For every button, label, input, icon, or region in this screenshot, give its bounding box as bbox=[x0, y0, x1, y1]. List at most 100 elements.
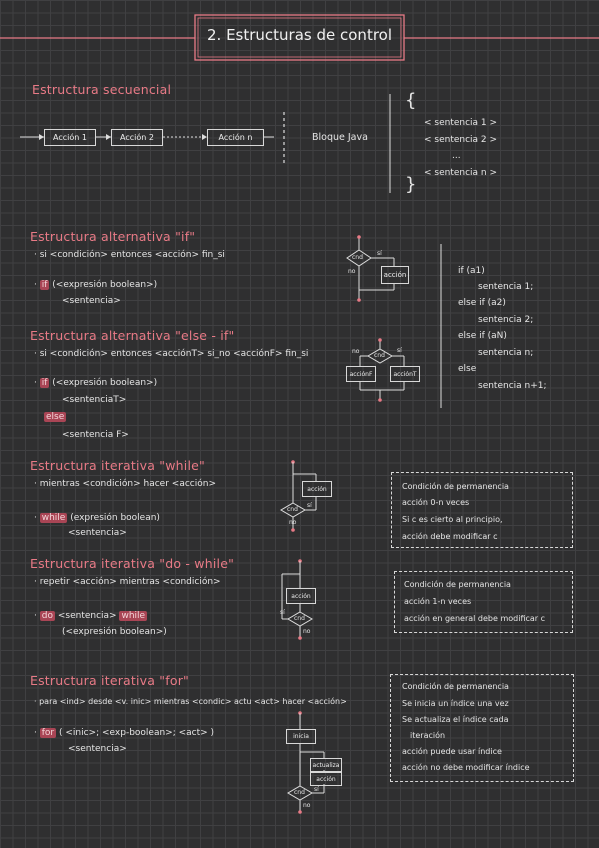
accion-2-box: Acción 2 bbox=[111, 129, 163, 146]
for-keyword: for bbox=[39, 728, 57, 738]
elseif-accionT-box: acciónT bbox=[390, 366, 420, 382]
code-line-8: sentencia n+1; bbox=[478, 381, 547, 391]
elseif-si-label: sí bbox=[397, 347, 402, 354]
for-note-4: iteración bbox=[410, 731, 446, 740]
for-java-body: <sentencia> bbox=[68, 744, 127, 754]
while-heading: Estructura iterativa "while" bbox=[30, 458, 205, 473]
for-cond-label: cnd bbox=[294, 789, 305, 796]
elseif-java-line: (<expresión boolean>) bbox=[52, 378, 158, 388]
for-java: · for ( <inic>; <exp-boolean>; <act> ) bbox=[34, 728, 215, 738]
while-no-label: no bbox=[289, 519, 297, 526]
for-no-label: no bbox=[303, 802, 311, 809]
elseif-accionF-box: acciónF bbox=[346, 366, 376, 382]
for-notes-box bbox=[390, 674, 574, 782]
for-si-label: sí bbox=[314, 786, 319, 793]
for-note-6: acción no debe modificar índice bbox=[402, 763, 530, 772]
code-line-7: else bbox=[458, 364, 477, 374]
for-accion-box: acción bbox=[310, 772, 342, 786]
if-java: · if (<expresión boolean>) bbox=[34, 280, 158, 290]
dowhile-java-line: (<expresión boolean>) bbox=[62, 627, 167, 637]
if-accion-box: acción bbox=[381, 266, 409, 284]
dowhile-no-label: no bbox=[303, 628, 311, 635]
while-pseudo-text: mientras <condición> hacer <acción> bbox=[39, 479, 216, 489]
while-java-body: <sentencia> bbox=[68, 528, 127, 538]
if-si-label: sí bbox=[377, 250, 382, 257]
for-pseudo-text: para <ind> desde <v. inic> mientras <con… bbox=[39, 697, 347, 706]
for-note-2: Se inicia un índice una vez bbox=[402, 699, 509, 708]
code-line-3: else if (a2) bbox=[458, 298, 506, 308]
while-keyword: while bbox=[39, 513, 68, 523]
while-note-1: Condición de permanencia bbox=[402, 482, 509, 491]
dowhile-java-mid: <sentencia> bbox=[57, 611, 117, 621]
while-cond-label: cnd bbox=[287, 506, 298, 513]
if-no-label: no bbox=[348, 268, 356, 275]
elseif-if-keyword: if bbox=[39, 378, 50, 388]
while-java: · while (expresión boolean) bbox=[34, 513, 160, 523]
dowhile-pseudo-text: repetir <acción> mientras <condición> bbox=[39, 577, 221, 587]
close-brace: } bbox=[405, 174, 417, 195]
code-line-2: sentencia 1; bbox=[478, 282, 534, 292]
if-keyword: if bbox=[39, 280, 50, 290]
dowhile-si-label: sí bbox=[280, 609, 285, 616]
code-line-5: else if (aN) bbox=[458, 331, 507, 341]
sentencia-2: < sentencia 2 > bbox=[424, 135, 498, 145]
code-line-4: sentencia 2; bbox=[478, 315, 534, 325]
elseif-no-label: no bbox=[352, 348, 360, 355]
elseif-else: else bbox=[44, 412, 67, 422]
while-si-label: sí bbox=[307, 502, 312, 509]
elseif-pseudo-text: si <condición> entonces <acciónT> si_no … bbox=[39, 349, 309, 359]
for-note-3: Se actualiza el índice cada bbox=[402, 715, 509, 724]
while-java-line: (expresión boolean) bbox=[70, 513, 160, 523]
bloque-java-label: Bloque Java bbox=[312, 132, 368, 143]
while-note-4: acción debe modificar c bbox=[402, 532, 498, 541]
for-actualiza-box: actualiza bbox=[310, 758, 342, 772]
do-keyword: do bbox=[39, 611, 55, 621]
for-pseudo: · para <ind> desde <v. inic> mientras <c… bbox=[34, 697, 347, 706]
secuencial-heading: Estructura secuencial bbox=[32, 82, 172, 97]
sentencia-n: < sentencia n > bbox=[424, 168, 498, 178]
dowhile-heading: Estructura iterativa "do - while" bbox=[30, 556, 235, 571]
for-note-5: acción puede usar índice bbox=[402, 747, 502, 756]
elseif-pseudo: · si <condición> entonces <acciónT> si_n… bbox=[34, 349, 309, 359]
while-accion-box: acción bbox=[302, 481, 332, 497]
accion-n-box: Acción n bbox=[207, 129, 264, 146]
code-line-1: if (a1) bbox=[458, 266, 485, 276]
if-cond-label: cnd bbox=[352, 254, 363, 261]
elseif-cond-label: cnd bbox=[374, 352, 385, 359]
dowhile-note-3: acción en general debe modificar c bbox=[404, 614, 546, 623]
dowhile-notes-box bbox=[394, 571, 573, 633]
while-note-3: Si c es cierto al principio, bbox=[402, 515, 503, 524]
elseif-body-t: <sentenciaT> bbox=[62, 395, 127, 405]
dowhile-java: · do <sentencia> while bbox=[34, 611, 148, 621]
while-pseudo: · mientras <condición> hacer <acción> bbox=[34, 479, 216, 489]
sentencia-ellipsis: ... bbox=[452, 151, 461, 161]
while-note-2: acción 0-n veces bbox=[402, 498, 470, 507]
else-keyword: else bbox=[44, 412, 67, 422]
elseif-heading: Estructura alternativa "else - if" bbox=[30, 328, 235, 343]
code-line-6: sentencia n; bbox=[478, 348, 534, 358]
open-brace: { bbox=[405, 90, 417, 111]
while-notes-box bbox=[391, 472, 573, 548]
for-note-1: Condición de permanencia bbox=[402, 682, 509, 691]
dowhile-accion-box: acción bbox=[286, 588, 316, 604]
dowhile-while-keyword: while bbox=[119, 611, 148, 621]
accion-1-box: Acción 1 bbox=[44, 129, 96, 146]
if-heading: Estructura alternativa "if" bbox=[30, 229, 196, 244]
dowhile-note-1: Condición de permanencia bbox=[404, 580, 511, 589]
dowhile-pseudo: · repetir <acción> mientras <condición> bbox=[34, 577, 221, 587]
page-title: 2. Estructuras de control bbox=[206, 26, 393, 44]
for-inicia-box: inicia bbox=[286, 729, 316, 744]
dowhile-cond-label: cnd bbox=[294, 615, 305, 622]
if-pseudo-text: si <condición> entonces <acción> fin_si bbox=[39, 250, 225, 260]
if-pseudo: · si <condición> entonces <acción> fin_s… bbox=[34, 250, 225, 260]
sentencia-1: < sentencia 1 > bbox=[424, 118, 498, 128]
for-java-line: ( <inic>; <exp-boolean>; <act> ) bbox=[58, 728, 215, 738]
